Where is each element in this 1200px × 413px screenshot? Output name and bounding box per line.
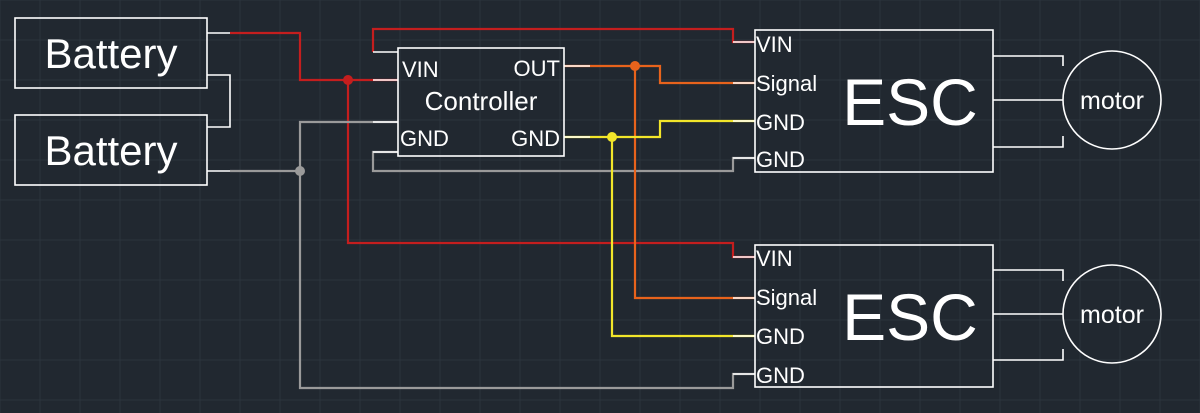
esc-1-pin-vin: VIN [756, 32, 793, 57]
esc-2-pin-gnd: GND [756, 324, 805, 349]
controller-pin-out: OUT [514, 56, 560, 81]
controller-gnd-to-esc2 [610, 137, 755, 338]
esc-2-pin-signal: Signal [756, 285, 817, 310]
gnd-wires [230, 120, 755, 390]
gnd-junction-dot [295, 166, 305, 176]
vin-junction-dot [343, 75, 353, 85]
battery-1-label: Battery [44, 30, 177, 77]
esc-2-pin-vin: VIN [756, 246, 793, 271]
battery-1: Battery [14, 17, 230, 89]
controller-gnd-to-esc1 [564, 119, 755, 139]
esc-1-pin-gnd: GND [756, 110, 805, 135]
motor-2-label: motor [1080, 301, 1144, 329]
signal-wires [564, 64, 755, 300]
esc-1: VIN Signal GND GND ESC [733, 29, 1064, 173]
signal-to-esc2 [633, 66, 755, 300]
controller-gnd-junction-dot [607, 132, 617, 142]
esc-2: VIN Signal GND GND ESC [733, 244, 1064, 388]
vin-wires [230, 27, 755, 259]
motor-1: motor [1062, 50, 1162, 150]
battery-2: Battery [14, 114, 230, 186]
controller-pin-vin: VIN [402, 57, 439, 82]
controller-title: Controller [425, 86, 538, 116]
battery-2-label: Battery [44, 127, 177, 174]
controller-gnd-wires [564, 119, 755, 338]
gnd-bus-to-controller [298, 120, 398, 171]
motor-2: motor [1062, 264, 1162, 364]
controller-pin-gnd-left: GND [400, 126, 449, 151]
controller-pin-gnd-right: GND [511, 126, 560, 151]
vin-bus-to-esc2 [346, 80, 755, 259]
controller: VIN GND OUT GND Controller [373, 47, 590, 157]
battery-series-link [207, 74, 231, 128]
esc-1-title: ESC [842, 65, 978, 139]
motor-1-label: motor [1080, 87, 1144, 115]
esc-2-pin-gnd-2: GND [756, 363, 805, 388]
signal-to-esc1 [564, 64, 755, 85]
esc-1-pin-signal: Signal [756, 71, 817, 96]
signal-junction-dot [630, 61, 640, 71]
esc-1-pin-gnd-2: GND [756, 147, 805, 172]
esc-2-title: ESC [842, 280, 978, 354]
